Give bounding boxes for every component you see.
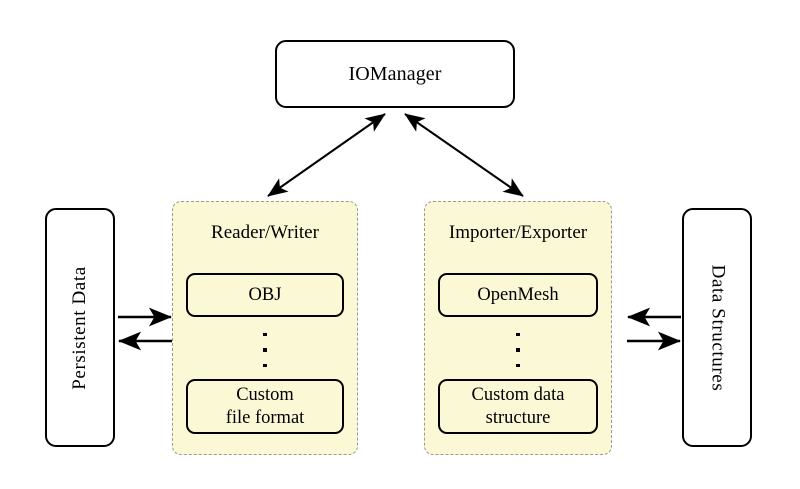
item-obj[interactable]: OBJ — [186, 273, 344, 317]
vertical-dots-icon — [425, 330, 611, 370]
item-openmesh-label: OpenMesh — [477, 284, 559, 305]
item-custom-file-format[interactable]: Custom file format — [186, 379, 344, 434]
iomanager-label: IOManager — [348, 63, 442, 85]
vertical-dots-icon — [173, 330, 357, 370]
item-custom-data-structure[interactable]: Custom data structure — [438, 379, 598, 434]
panel-importer-exporter[interactable]: Importer/Exporter OpenMesh Custom data s… — [424, 201, 612, 455]
panel-reader-writer-title: Reader/Writer — [211, 222, 319, 243]
custom-file-format-line2: file format — [225, 407, 305, 428]
box-data-structures[interactable]: Data Structures — [682, 208, 752, 447]
box-persistent-data-label: Persistent Data — [69, 265, 91, 390]
iomanager-box[interactable]: IOManager — [275, 40, 515, 108]
panel-importer-exporter-title: Importer/Exporter — [448, 222, 588, 243]
custom-data-structure-line2: structure — [485, 407, 551, 428]
connector-manager-importer-exporter — [404, 113, 524, 197]
panel-reader-writer[interactable]: Reader/Writer OBJ Custom file format — [172, 201, 358, 455]
item-custom-data-structure-label: Custom data structure — [471, 384, 564, 429]
connector-manager-reader-writer — [267, 113, 386, 197]
custom-file-format-line1: Custom — [236, 384, 294, 405]
box-persistent-data[interactable]: Persistent Data — [45, 208, 115, 447]
item-obj-label: OBJ — [248, 284, 282, 305]
custom-data-structure-line1: Custom data — [471, 384, 565, 405]
item-openmesh[interactable]: OpenMesh — [438, 273, 598, 317]
box-data-structures-label: Data Structures — [707, 264, 728, 391]
item-custom-file-format-label: Custom file format — [226, 384, 305, 429]
